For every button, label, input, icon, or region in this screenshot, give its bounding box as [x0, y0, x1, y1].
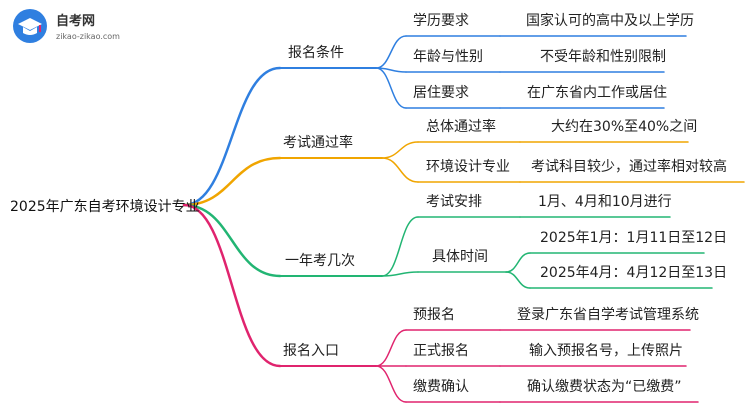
node-education-requirement: 学历要求: [413, 13, 469, 29]
logo-title: 自考网: [56, 14, 96, 29]
branch-registration-portal: 报名入口: [283, 343, 339, 359]
value-formal-registration: 输入预报名号，上传照片: [529, 343, 683, 359]
connector-branch-2-child-2: [381, 157, 419, 183]
graduation-cap-icon: [13, 9, 47, 43]
connector-root-to-branch-4: [182, 203, 282, 368]
value-residence-requirement: 在广东省内工作或居住: [527, 85, 667, 101]
connector-branch-4-child-3: [375, 365, 407, 403]
value-april-exam-time: 2025年4月：4月12日至13日: [540, 265, 728, 281]
connector-branch-3-child-2: [381, 271, 419, 277]
value-january-exam-time: 2025年1月：1月11日至12日: [540, 230, 728, 246]
connector-branch-3-child-1: [381, 216, 419, 277]
connector-branch-1-child-1: [375, 35, 407, 69]
node-age-gender: 年龄与性别: [413, 49, 483, 65]
value-exam-schedule: 1月、4月和10月进行: [538, 194, 672, 210]
connector-branch-3-jan: [505, 252, 531, 273]
site-logo[interactable]: 自考网 zikao-zikao.com: [10, 6, 160, 50]
node-overall-pass-rate: 总体通过率: [426, 119, 496, 135]
value-overall-pass-rate: 大约在30%至40%之间: [551, 119, 698, 135]
node-residence-requirement: 居住要求: [413, 85, 469, 101]
connector-branch-1-child-3: [375, 67, 407, 109]
connector-branch-4-child-1: [375, 329, 407, 367]
logo-subtitle: zikao-zikao.com: [56, 32, 120, 41]
connector-branch-3-apr: [505, 271, 531, 289]
value-payment-confirmation: 确认缴费状态为“已缴费”: [527, 379, 682, 395]
root-topic: 2025年广东自考环境设计专业: [10, 199, 200, 215]
value-environment-design-major: 考试科目较少，通过率相对较高: [531, 159, 727, 175]
value-education-requirement: 国家认可的高中及以上学历: [526, 13, 694, 29]
node-formal-registration: 正式报名: [413, 343, 469, 359]
value-age-gender: 不受年龄和性别限制: [540, 49, 666, 65]
connector-branch-2-child-1: [381, 141, 419, 159]
node-environment-design-major: 环境设计专业: [426, 159, 510, 175]
node-specific-time: 具体时间: [432, 249, 488, 265]
value-pre-registration: 登录广东省自学考试管理系统: [517, 307, 699, 323]
branch-exams-per-year: 一年考几次: [285, 253, 355, 269]
branch-pass-rate: 考试通过率: [283, 135, 353, 151]
node-payment-confirmation: 缴费确认: [413, 379, 469, 395]
node-exam-schedule: 考试安排: [426, 194, 482, 210]
connector-root-to-branch-2: [182, 156, 282, 207]
connector-root-to-branch-1: [182, 66, 282, 207]
branch-registration-conditions: 报名条件: [288, 45, 344, 61]
connector-root-to-branch-3: [182, 203, 282, 278]
node-pre-registration: 预报名: [413, 307, 455, 323]
